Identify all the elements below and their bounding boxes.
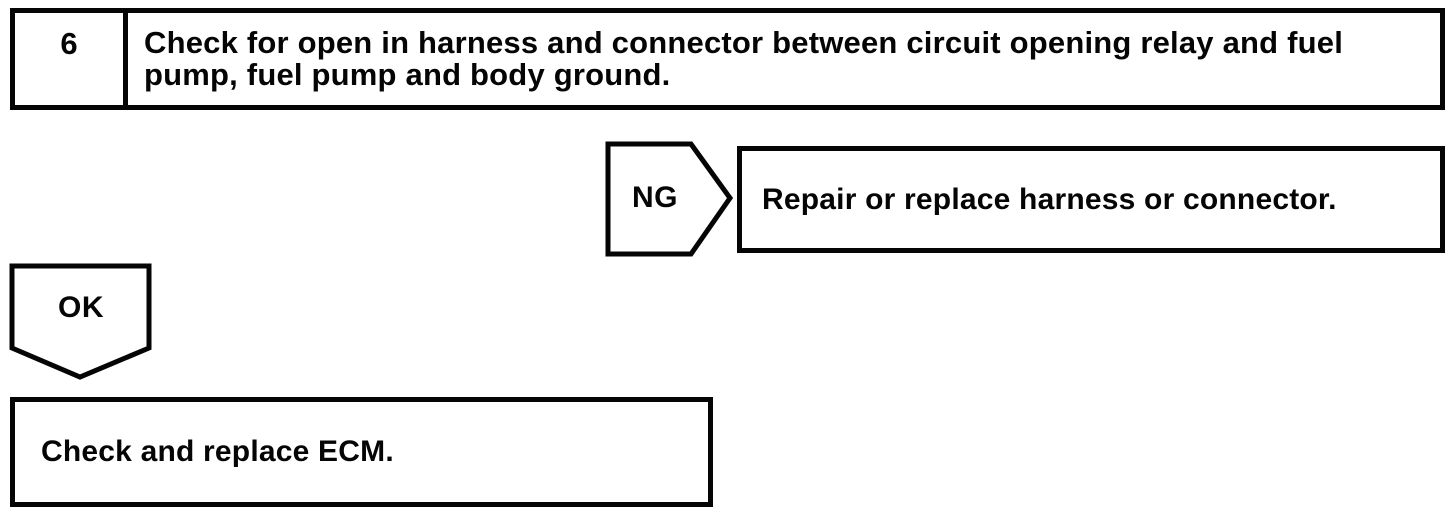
step-instruction-text: Check for open in harness and connector … — [144, 25, 1344, 92]
ok-connector-icon — [9, 263, 152, 380]
ng-result-box: Repair or replace harness or connector. — [737, 146, 1445, 253]
step-box: 6 Check for open in harness and connecto… — [10, 8, 1445, 110]
ng-connector-icon — [605, 141, 734, 257]
ok-label: OK — [58, 291, 104, 324]
step-number: 6 — [15, 13, 128, 105]
ng-pentagon-shape — [605, 141, 734, 257]
ok-result-text: Check and replace ECM. — [41, 435, 394, 468]
ok-pentagon-shape — [9, 263, 152, 380]
ok-result-box: Check and replace ECM. — [10, 397, 713, 507]
ng-label: NG — [632, 181, 678, 214]
ng-result-text: Repair or replace harness or connector. — [762, 182, 1337, 216]
